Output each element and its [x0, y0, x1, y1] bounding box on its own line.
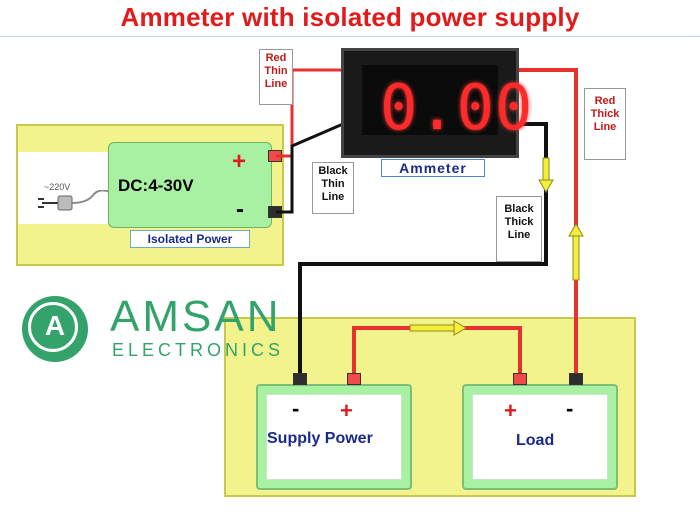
isolated-power-caption: Isolated Power	[130, 230, 250, 248]
logo-letter: A	[44, 310, 66, 341]
ac-plug-icon	[38, 190, 111, 211]
supply-minus-sign: -	[292, 396, 300, 421]
psu-voltage-label: DC:4-30V	[118, 176, 194, 195]
label-line: Black	[504, 203, 534, 215]
ammeter-caption: Ammeter	[381, 159, 485, 177]
psu-plus-sign: +	[232, 148, 247, 175]
current-arrow-down	[538, 157, 554, 193]
supply-face	[266, 394, 402, 480]
current-arrow-up	[568, 223, 584, 281]
label-line: Line	[321, 191, 345, 203]
psu-minus-sign: -	[236, 196, 244, 223]
load-label: Load	[516, 432, 555, 449]
ammeter-reading: 0.00	[380, 71, 534, 144]
ammeter-screen: 0.00	[362, 65, 532, 144]
page-title: Ammeter with isolated power supply	[120, 2, 580, 32]
label-line: Red	[265, 52, 287, 64]
label-line: Thick	[504, 216, 534, 228]
label-line: Black	[318, 165, 348, 177]
load-face	[472, 394, 608, 480]
panel-cutout	[18, 152, 118, 224]
label-line: Line	[264, 78, 288, 90]
load-plus-terminal	[513, 373, 527, 385]
ammeter-display: 0.00	[341, 48, 532, 158]
label-line: Red	[594, 95, 616, 107]
supply-power-module	[256, 384, 412, 490]
label-line: Thin	[321, 178, 345, 190]
label-line: Thin	[264, 65, 288, 77]
amsan-logo-icon: A	[22, 296, 88, 362]
supply-minus-terminal	[293, 373, 307, 385]
psu-plus-terminal	[268, 150, 282, 162]
label-line: Line	[507, 229, 531, 241]
red-thin-line-label: Red Thin Line	[259, 49, 293, 105]
black-thick-line-label: Black Thick Line	[496, 196, 542, 262]
title-divider	[0, 36, 700, 37]
isolated-power-module	[108, 142, 272, 228]
psu-minus-terminal	[268, 206, 282, 218]
supply-plus-sign: +	[340, 398, 353, 423]
supply-plus-terminal	[347, 373, 361, 385]
brand-subtitle: ELECTRONICS	[112, 340, 285, 360]
label-line: Line	[593, 121, 617, 133]
label-line: Thick	[590, 108, 620, 120]
supply-power-label: Supply Power	[267, 430, 373, 447]
brand-name: AMSAN	[110, 292, 282, 341]
black-thin-line-label: Black Thin Line	[312, 162, 354, 214]
red-thick-line-label: Red Thick Line	[584, 88, 626, 160]
load-module	[462, 384, 618, 490]
load-minus-terminal	[569, 373, 583, 385]
logo-ring	[28, 302, 78, 352]
load-plus-sign: +	[504, 398, 517, 423]
ac-input-label: ~220V	[44, 182, 71, 192]
load-minus-sign: -	[566, 396, 574, 421]
